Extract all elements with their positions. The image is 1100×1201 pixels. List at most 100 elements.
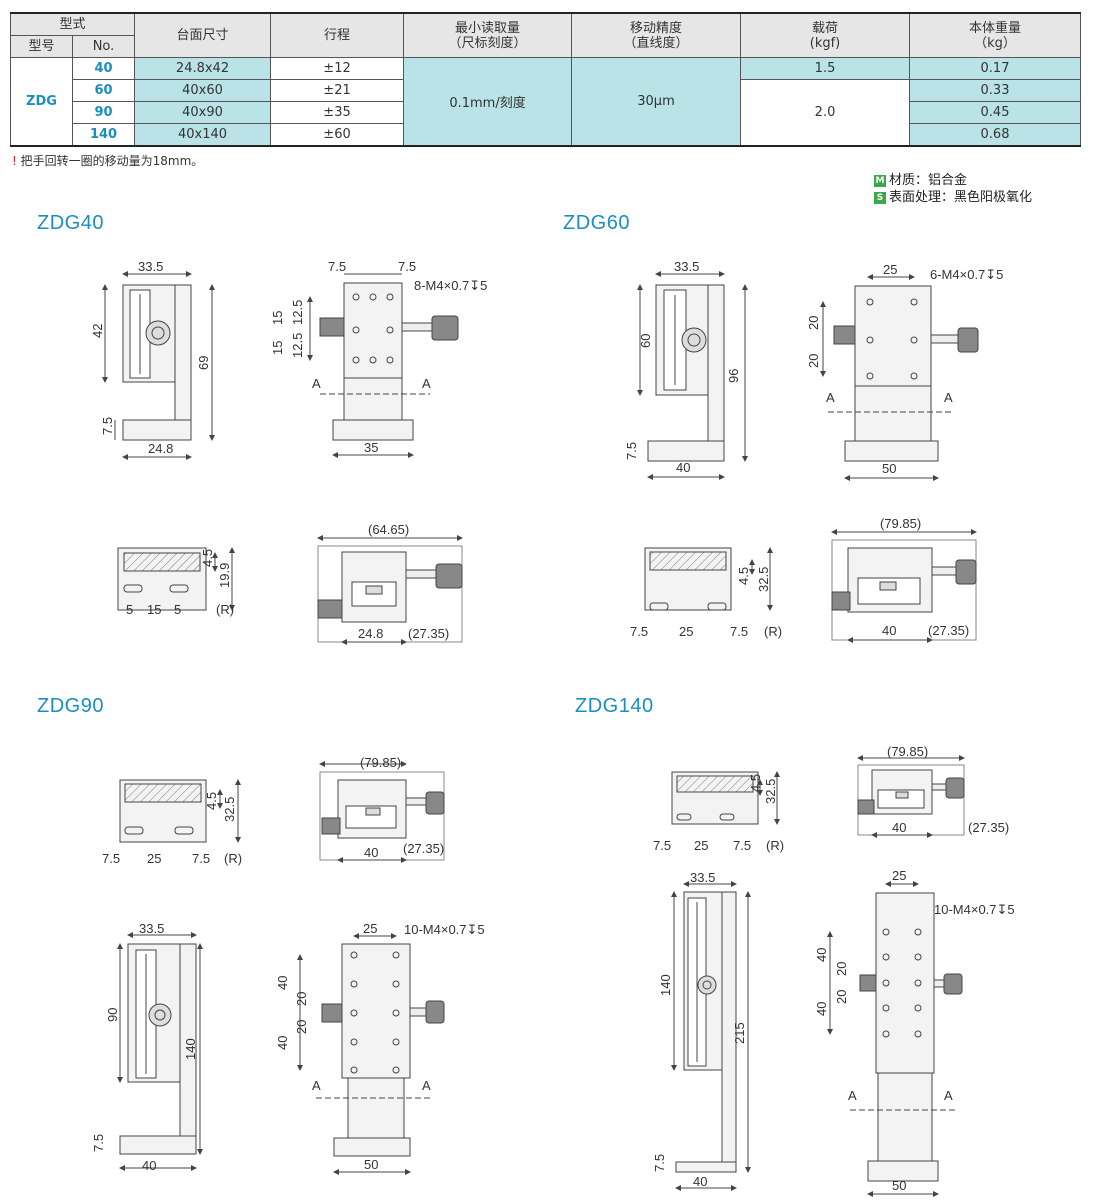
dim-label: 24.8 bbox=[148, 441, 173, 456]
dim-label: 42 bbox=[90, 324, 105, 338]
size-cell: 40x140 bbox=[134, 123, 272, 147]
dim-label: 25 bbox=[363, 921, 377, 936]
zdg90-front-view: (79.85) 40 (27.35) bbox=[319, 755, 445, 863]
weight-cell: 0.45 bbox=[909, 101, 1082, 124]
dim-label: (64.65) bbox=[368, 522, 409, 537]
table-row: 90 40x90 ±35 0.45 bbox=[11, 101, 1082, 124]
dim-label: 4.5 bbox=[200, 549, 215, 567]
dim-label: (79.85) bbox=[887, 744, 928, 759]
section-title-zdg60: ZDG60 bbox=[563, 212, 630, 234]
dim-label: 10-M4×0.7↧5 bbox=[934, 902, 1015, 917]
dim-label: 140 bbox=[183, 1038, 198, 1060]
no-cell: 140 bbox=[71, 123, 136, 147]
surface-text: 表面处理：黑色阳极氧化 bbox=[889, 190, 1033, 205]
header-model: 型号 bbox=[10, 35, 73, 58]
table-row: 140 40x140 ±60 0.68 bbox=[11, 123, 1082, 147]
dim-label: 15 bbox=[270, 311, 285, 325]
dim-label: 5 bbox=[126, 602, 133, 617]
zdg40-top-view: 7.5 7.5 8-M4×0.7↧5 15 15 12.5 12.5 A A 3… bbox=[270, 259, 487, 458]
dim-label: 50 bbox=[892, 1178, 906, 1193]
dim-label: (R) bbox=[224, 851, 242, 866]
dim-label: 40 bbox=[275, 976, 290, 990]
stroke-cell: ±35 bbox=[270, 101, 405, 124]
dim-label: 20 bbox=[294, 992, 309, 1006]
load-cell: 2.0 bbox=[740, 79, 911, 147]
surface-tag-icon: S bbox=[874, 192, 886, 204]
dim-label: 40 bbox=[275, 1036, 290, 1050]
dim-label: (27.35) bbox=[403, 841, 444, 856]
material-text: 材质：铝合金 bbox=[889, 173, 968, 188]
zdg140-front-view: (79.85) 40 (27.35) bbox=[857, 744, 1009, 838]
dim-label: 25 bbox=[147, 851, 161, 866]
zdg60-section-view: 4.5 32.5 7.5 25 7.5 (R) bbox=[630, 547, 782, 639]
dim-label: 15 bbox=[270, 341, 285, 355]
dim-label: 50 bbox=[364, 1157, 378, 1172]
weight-cell: 0.68 bbox=[909, 123, 1082, 147]
section-mark: A bbox=[826, 390, 835, 405]
dim-label: 32.5 bbox=[756, 567, 771, 592]
dim-label: 40 bbox=[142, 1158, 156, 1173]
dim-label: 7.5 bbox=[91, 1134, 106, 1152]
min-read-cell: 0.1mm/刻度 bbox=[403, 57, 573, 147]
dim-label: 32.5 bbox=[763, 779, 778, 804]
load-cell: 1.5 bbox=[740, 57, 911, 80]
header-weight: 本体重量（kg） bbox=[909, 12, 1082, 58]
dim-label: (27.35) bbox=[968, 820, 1009, 835]
section-title-zdg40: ZDG40 bbox=[37, 212, 104, 234]
section-mark: A bbox=[944, 1088, 953, 1103]
section-title-zdg140: ZDG140 bbox=[575, 695, 654, 717]
dim-label: 25 bbox=[679, 624, 693, 639]
dim-label: 215 bbox=[732, 1022, 747, 1044]
dim-label: 90 bbox=[105, 1008, 120, 1022]
header-accuracy: 移动精度（直线度） bbox=[571, 12, 742, 58]
weight-cell: 0.33 bbox=[909, 79, 1082, 102]
zdg40-front-view: (64.65) 24.8 (27.35) bbox=[317, 522, 463, 645]
note-text: 把手回转一圈的移动量为18mm。 bbox=[20, 154, 204, 168]
dim-label: 33.5 bbox=[674, 259, 699, 274]
dim-label: 7.5 bbox=[730, 624, 748, 639]
dim-label: 33.5 bbox=[138, 259, 163, 274]
zdg60-side-view: 33.5 60 96 7.5 40 bbox=[624, 259, 748, 480]
dim-label: 7.5 bbox=[630, 624, 648, 639]
dim-label: 20 bbox=[806, 316, 821, 330]
dim-label: 25 bbox=[883, 262, 897, 277]
dim-label: 24.8 bbox=[358, 626, 383, 641]
dim-label: 140 bbox=[658, 974, 673, 996]
dim-label: 7.5 bbox=[652, 1154, 667, 1172]
model-cell: ZDG bbox=[10, 57, 73, 147]
dim-label: 40 bbox=[814, 1002, 829, 1016]
dim-label: 7.5 bbox=[328, 259, 346, 274]
accuracy-cell: 30μm bbox=[571, 57, 742, 147]
dim-label: 40 bbox=[882, 623, 896, 638]
section-mark: A bbox=[312, 376, 321, 391]
dim-label: (79.85) bbox=[360, 755, 401, 770]
spec-table: 型式 台面尺寸 行程 最小读取量（尺标刻度） 移动精度（直线度） 载荷(kgf)… bbox=[9, 12, 1082, 147]
dim-label: 60 bbox=[638, 334, 653, 348]
dim-label: 20 bbox=[294, 1020, 309, 1034]
dim-label: 40 bbox=[676, 460, 690, 475]
dim-label: (R) bbox=[764, 624, 782, 639]
zdg40-side-view: 33.5 42 69 7.5 24.8 bbox=[90, 259, 215, 460]
header-type: 型式 bbox=[9, 12, 136, 36]
section-mark: A bbox=[422, 376, 431, 391]
dim-label: 40 bbox=[892, 820, 906, 835]
dim-label: 20 bbox=[806, 354, 821, 368]
dim-label: 8-M4×0.7↧5 bbox=[414, 278, 487, 293]
table-row: 60 40x60 ±21 2.0 0.33 bbox=[11, 79, 1082, 147]
zdg40-section-view: 4.5 19.9 5 15 5 (R) bbox=[117, 547, 235, 617]
dim-label: 7.5 bbox=[100, 417, 115, 435]
zdg140-side-view: 33.5 140 215 7.5 40 bbox=[652, 870, 751, 1191]
no-cell: 90 bbox=[71, 101, 136, 124]
dim-label: 5 bbox=[174, 602, 181, 617]
dim-label: 7.5 bbox=[398, 259, 416, 274]
header-table-size: 台面尺寸 bbox=[134, 12, 272, 58]
section-mark: A bbox=[848, 1088, 857, 1103]
section-mark: A bbox=[312, 1078, 321, 1093]
zdg140-section-view: 4.5 32.5 7.5 25 7.5 (R) bbox=[653, 771, 784, 853]
dim-label: 69 bbox=[196, 356, 211, 370]
section-mark: A bbox=[944, 390, 953, 405]
header-stroke: 行程 bbox=[270, 12, 405, 58]
dim-label: 15 bbox=[147, 602, 161, 617]
dim-label: (R) bbox=[766, 838, 784, 853]
